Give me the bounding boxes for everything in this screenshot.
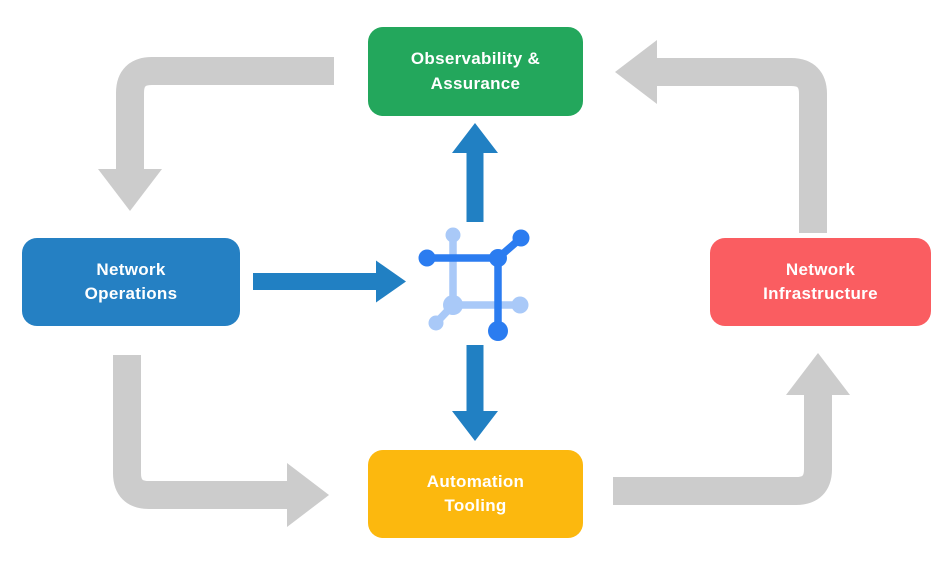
icon-light-dots [428,227,529,331]
network-topology-icon [418,227,530,341]
node-label-line: Operations [84,284,178,303]
cycle-arrow-shaft [116,57,334,170]
cycle-arrow-shaft [656,58,827,233]
node-network-operations: Network Operations [22,238,240,326]
cycle-arrowhead-right-icon [287,463,329,527]
node-automation-tooling: Automation Tooling [368,450,583,538]
flow-arrow-center-to-observability-icon [452,123,498,222]
node-observability-assurance: Observability & Assurance [368,27,583,116]
flow-arrow-center-to-automation-icon [452,345,498,441]
cycle-arrow-shaft [113,355,288,509]
node-label-line: Tooling [444,496,507,515]
cycle-arrowhead-left-icon [615,40,657,104]
node-label-line: Network [785,259,856,279]
node-label-line: Network [96,259,166,279]
node-label-line: Observability & [410,49,541,69]
icon-dark-dots [418,229,530,341]
cycle-arrowhead-up-icon [786,353,850,395]
cycle-arrow-infrastructure-to-observability [615,40,827,233]
node-network-infrastructure: Network Infrastructure [710,238,931,326]
cycle-arrow-observability-to-operations [98,57,334,211]
node-label-line: Infrastructure [763,284,878,303]
cycle-arrow-operations-to-automation [113,355,329,527]
node-label-line: Automation [426,471,525,491]
cycle-arrow-automation-to-infrastructure [613,353,850,505]
cycle-arrow-shaft [613,395,832,505]
flow-arrow-operations-to-center-icon [253,260,406,303]
node-label-line: Assurance [430,73,521,93]
cycle-arrowhead-down-icon [98,169,162,211]
